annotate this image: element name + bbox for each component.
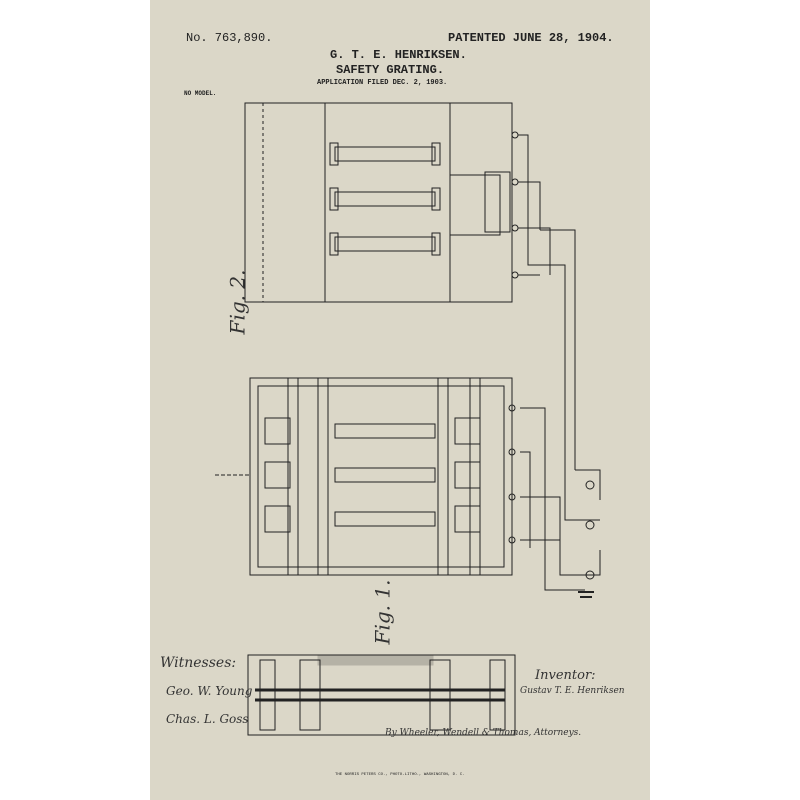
section-drawing <box>247 654 516 736</box>
printer-credit: THE NORRIS PETERS CO., PHOTO-LITHO., WAS… <box>335 773 465 777</box>
invention-title: SAFETY GRATING. <box>336 63 445 77</box>
circuit-wiring <box>518 134 601 598</box>
patent-number: No. 763,890. <box>186 31 273 45</box>
inventor-heading: G. T. E. HENRIKSEN. <box>330 48 467 62</box>
witness-signature-2: Chas. L. Goss <box>166 712 249 726</box>
inventor-signature: Gustav T. E. Henriksen <box>520 686 625 696</box>
fig2-rollers <box>329 142 441 256</box>
witness-signature-1: Geo. W. Young <box>166 684 253 698</box>
patent-sheet <box>150 0 650 800</box>
patent-date: PATENTED JUNE 28, 1904. <box>448 31 614 45</box>
application-date: APPLICATION FILED DEC. 2, 1903. <box>317 79 448 87</box>
fig1-label: Fig. 1. <box>370 579 395 645</box>
model-note: NO MODEL. <box>184 90 217 97</box>
inventor-label: Inventor: <box>535 668 596 683</box>
witnesses-label: Witnesses: <box>160 655 237 671</box>
fig1-drawing <box>215 377 516 576</box>
attorneys-signature: By Wheeler, Wendell & Thomas, Attorneys. <box>385 728 582 738</box>
fig2-label: Fig. 2. <box>225 269 250 335</box>
fig2-drawing <box>244 102 519 303</box>
